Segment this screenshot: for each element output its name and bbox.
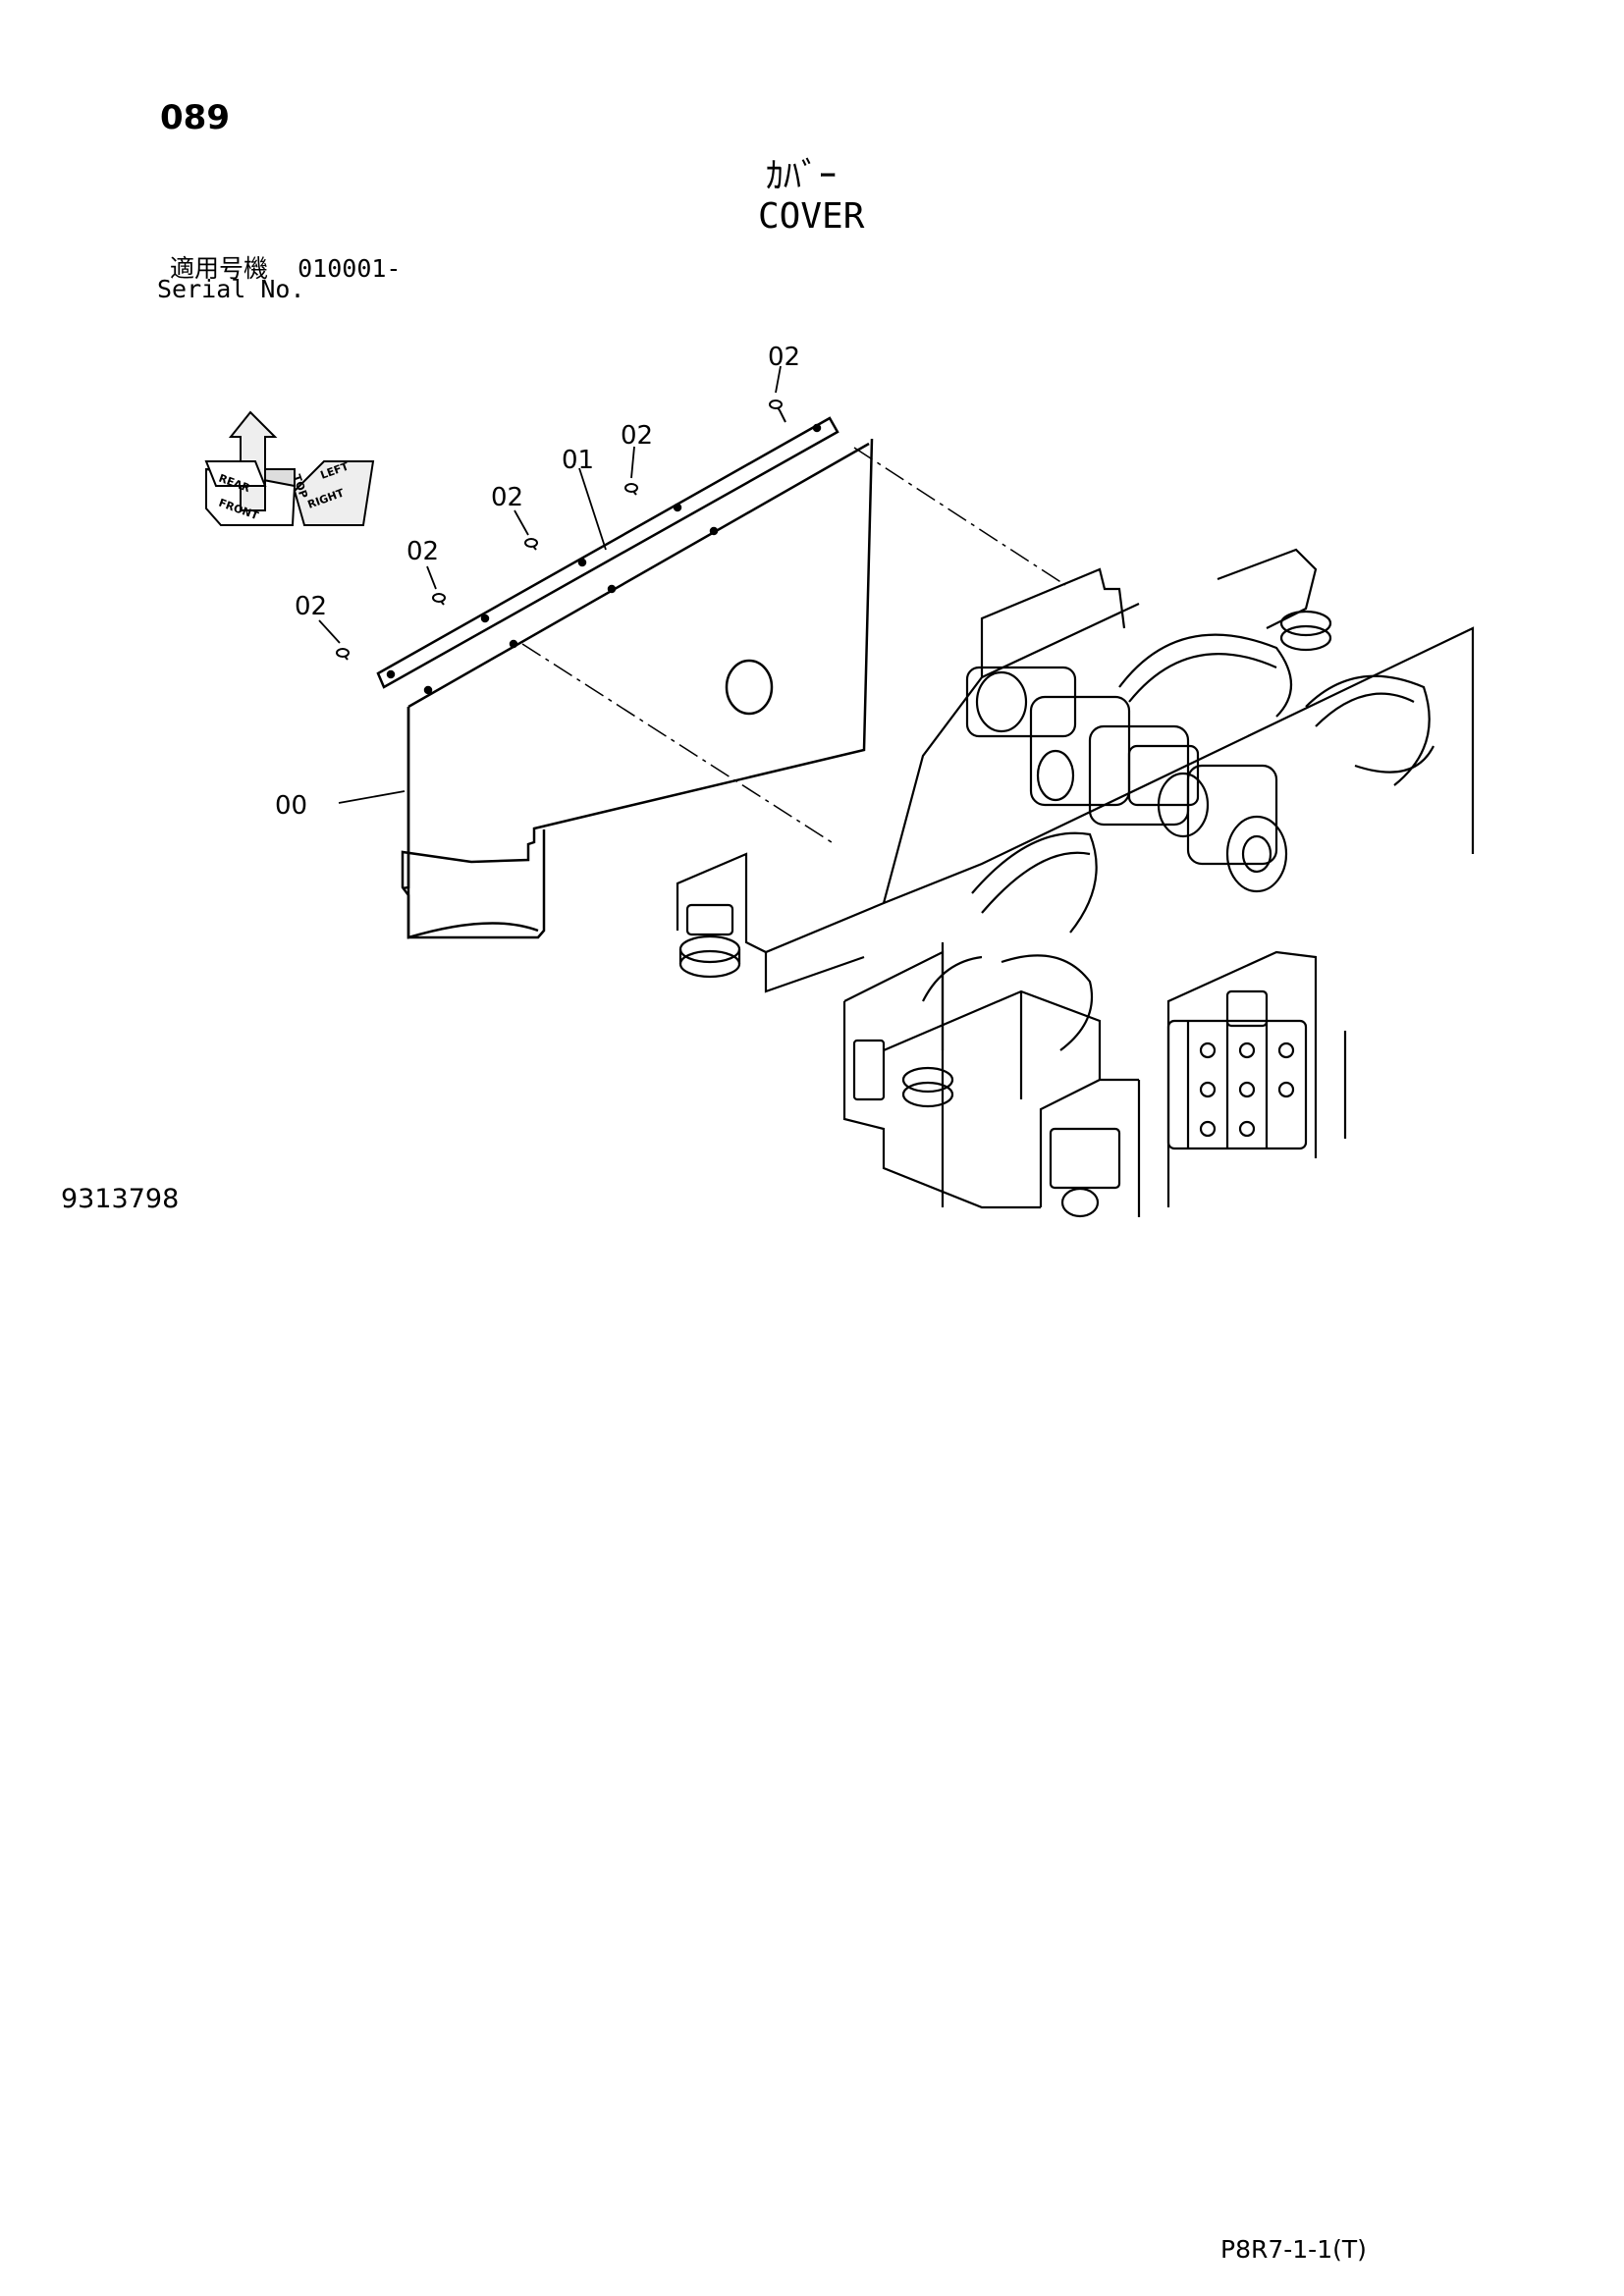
serial-label-en: Serial No.: [157, 275, 305, 303]
drawing-number: 9313798: [61, 1184, 180, 1214]
direction-indicator-icon: FRONT RIGHT TOP REAR LEFT: [204, 410, 375, 526]
title-english: COVER: [758, 196, 865, 237]
footer-code: P8R7-1-1(T): [1220, 2235, 1367, 2264]
bolt-icon: [336, 648, 350, 661]
callout-02-label: 02: [491, 483, 523, 512]
bolt-icon: [432, 593, 446, 606]
alignment-lines: [521, 447, 1066, 845]
serial-line-japanese: 適用号機 010001-: [170, 249, 401, 285]
callout-02-label: 02: [621, 421, 653, 451]
callout-02-label: 02: [295, 592, 327, 621]
callout-02-label: 02: [406, 537, 439, 566]
callout-02-label: 02: [768, 343, 800, 372]
bolt-icons: [336, 400, 786, 661]
plate-strip: [376, 416, 839, 689]
bolt-icon: [624, 483, 638, 496]
callout-00-label: 00: [275, 791, 307, 821]
bolt-icon: [769, 400, 786, 423]
serial-value: 010001-: [298, 254, 402, 283]
bolt-icon: [524, 538, 538, 551]
page-number: 089: [160, 98, 230, 137]
machine-frame-assembly: [676, 548, 1475, 1218]
title-japanese: ｶﾊﾞｰ: [766, 156, 837, 196]
callout-01-label: 01: [562, 446, 594, 475]
callouts: 00 01 02 02 02 02 02: [275, 343, 800, 821]
cover-panel: [401, 438, 874, 939]
serial-label-ja: 適用号機: [170, 254, 269, 283]
